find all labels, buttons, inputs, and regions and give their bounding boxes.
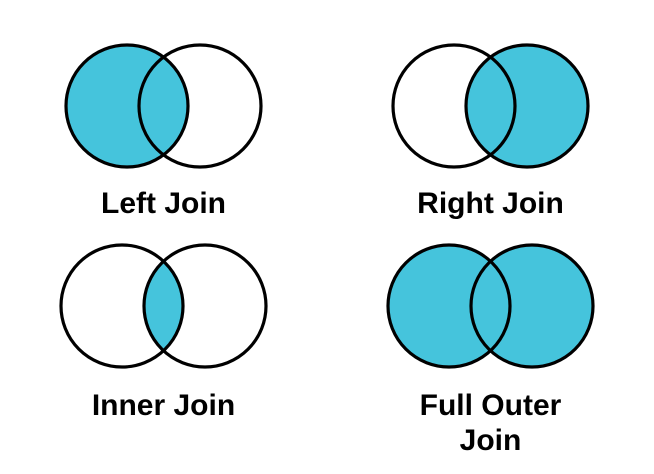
inner-join-right-circle-outline [141, 243, 268, 369]
left-join-left-circle-outline [63, 43, 190, 169]
right-join-left-circle-outline [390, 43, 517, 169]
full-outer-join-venn [385, 243, 595, 369]
left-join-venn [63, 43, 263, 169]
diagram-cell-left-join: Left Join [0, 0, 327, 228]
inner-join-venn [58, 243, 268, 369]
right-join-right-circle-outline [463, 43, 590, 169]
right-join-venn [390, 43, 590, 169]
diagram-cell-inner-join: Inner Join [0, 228, 327, 474]
full-outer-join-right-circle-outline [468, 243, 595, 369]
diagram-cell-right-join: Right Join [327, 0, 654, 228]
right-join-right-circle-fill [465, 45, 588, 167]
diagram-cell-full-outer-join: Full Outer Join [327, 228, 654, 474]
right-join-label: Right Join [417, 187, 564, 220]
full-outer-join-label: Full Outer Join [419, 389, 562, 457]
left-join-label: Left Join [101, 187, 226, 220]
inner-join-left-circle-outline [58, 243, 185, 369]
full-outer-join-left-circle-outline [385, 243, 512, 369]
left-join-right-circle-outline [136, 43, 263, 169]
inner-join-label: Inner Join [91, 389, 236, 422]
left-join-left-circle-fill [65, 45, 188, 167]
